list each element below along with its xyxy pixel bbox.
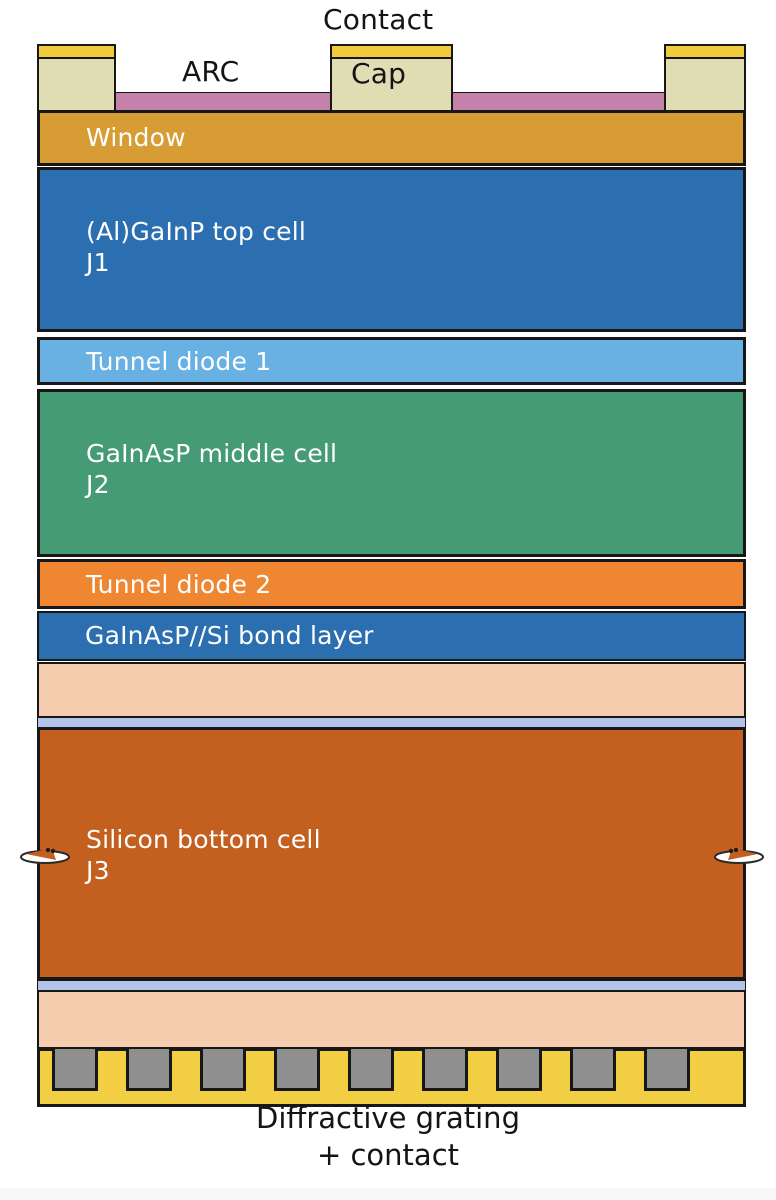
cap-label: Cap — [351, 57, 407, 90]
grating-tooth — [570, 1049, 616, 1091]
arc-right-segment — [451, 92, 667, 111]
grating-caption: Diffractive grating + contact — [0, 1100, 776, 1174]
grating-tooth — [126, 1049, 172, 1091]
layer-top-cell: (Al)GaInP top cell J1 — [37, 167, 746, 332]
right-cap — [664, 57, 746, 112]
layer-silicon-bottom-cell-label: Silicon bottom cell — [86, 825, 321, 854]
layer-middle-cell-junction: J2 — [86, 470, 110, 499]
arc-left-segment — [115, 92, 331, 111]
layer-middle-cell-label: GaInAsP middle cell — [86, 439, 338, 468]
layer-top-cell-label: (Al)GaInP top cell — [86, 217, 307, 246]
layer-window-label: Window — [86, 123, 186, 152]
grating-teeth-group — [41, 1049, 735, 1091]
bottom-edge-strip — [0, 1188, 776, 1200]
layer-tunnel-diode-1-label: Tunnel diode 1 — [86, 347, 272, 376]
grating-tooth — [348, 1049, 394, 1091]
left-contact — [37, 44, 116, 59]
layer-bond: GaInAsP//Si bond layer — [37, 611, 746, 661]
grating-tooth — [274, 1049, 320, 1091]
grating-tooth — [496, 1049, 542, 1091]
arc-label: ARC — [182, 55, 240, 88]
grating-tooth — [200, 1049, 246, 1091]
center-contact — [330, 44, 453, 59]
grating-tooth — [52, 1049, 98, 1091]
grating-caption-line1: Diffractive grating — [256, 1101, 520, 1135]
contact-label: Contact — [323, 3, 434, 36]
left-cap — [37, 57, 116, 112]
layer-window: Window — [37, 110, 746, 166]
layer-upper-passivation — [37, 662, 746, 718]
layer-tunnel-diode-2: Tunnel diode 2 — [37, 559, 746, 609]
layer-top-cell-junction: J1 — [86, 248, 110, 277]
layer-silicon-bottom-cell-junction: J3 — [86, 856, 110, 885]
layer-tunnel-diode-2-label: Tunnel diode 2 — [86, 570, 272, 599]
grating-tooth — [422, 1049, 468, 1091]
layer-middle-cell: GaInAsP middle cell J2 — [37, 389, 746, 557]
layer-tunnel-diode-1: Tunnel diode 1 — [37, 337, 746, 385]
right-contact — [664, 44, 746, 59]
layer-lower-passivation — [37, 990, 746, 1049]
grating-tooth — [644, 1049, 690, 1091]
layer-bond-label: GaInAsP//Si bond layer — [85, 621, 374, 650]
layer-silicon-bottom-cell: Silicon bottom cell J3 — [37, 727, 746, 980]
grating-caption-line2: + contact — [316, 1138, 460, 1173]
